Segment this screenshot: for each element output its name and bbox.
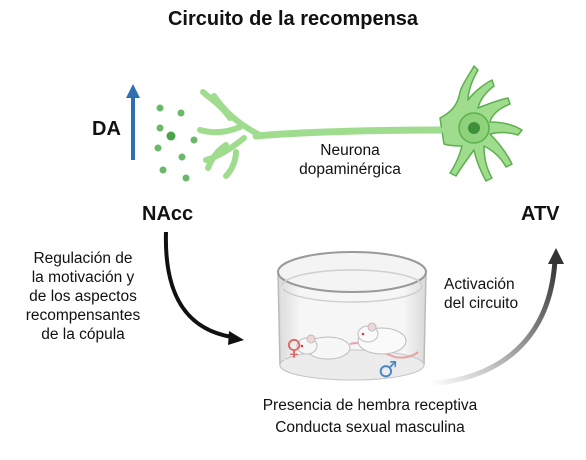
dopamine-vesicle-icon — [154, 104, 198, 182]
left-note-line: de los aspectos — [29, 288, 137, 305]
neuron-label: Neurona dopaminérgica — [280, 141, 420, 179]
neuron-label-line: Neurona — [320, 142, 380, 159]
right-note-line: Activación — [444, 276, 515, 293]
bottom-caption-line: Presencia de hembra receptiva — [262, 397, 478, 414]
curved-arrow-icon — [163, 231, 244, 345]
left-note-line: de la cópula — [41, 326, 125, 343]
bottom-caption: Presencia de hembra receptiva Conducta s… — [220, 396, 520, 437]
right-note: Activación del circuito — [444, 275, 518, 313]
left-note-line: Regulación de — [33, 250, 133, 267]
female-symbol-icon: ♀ — [286, 336, 303, 361]
atv-label: ATV — [521, 203, 560, 225]
da-label: DA — [92, 118, 121, 140]
diagram-title: Circuito de la recompensa — [167, 8, 419, 30]
right-note-line: del circuito — [444, 295, 519, 312]
rat-icon — [296, 322, 419, 360]
bottom-caption-line: Conducta sexual masculina — [275, 419, 465, 436]
curved-arrow-icon — [429, 248, 564, 387]
left-note-line: la motivación y — [31, 269, 135, 286]
up-arrow-icon — [126, 84, 140, 160]
left-note-line: recompensantes — [25, 307, 141, 324]
male-symbol-icon: ♂ — [378, 358, 398, 383]
left-note: Regulación de la motivación y de los asp… — [2, 249, 164, 344]
neuron-label-line: dopaminérgica — [299, 161, 401, 178]
neuron-icon — [197, 65, 523, 182]
nacc-label: NAcc — [142, 203, 194, 225]
